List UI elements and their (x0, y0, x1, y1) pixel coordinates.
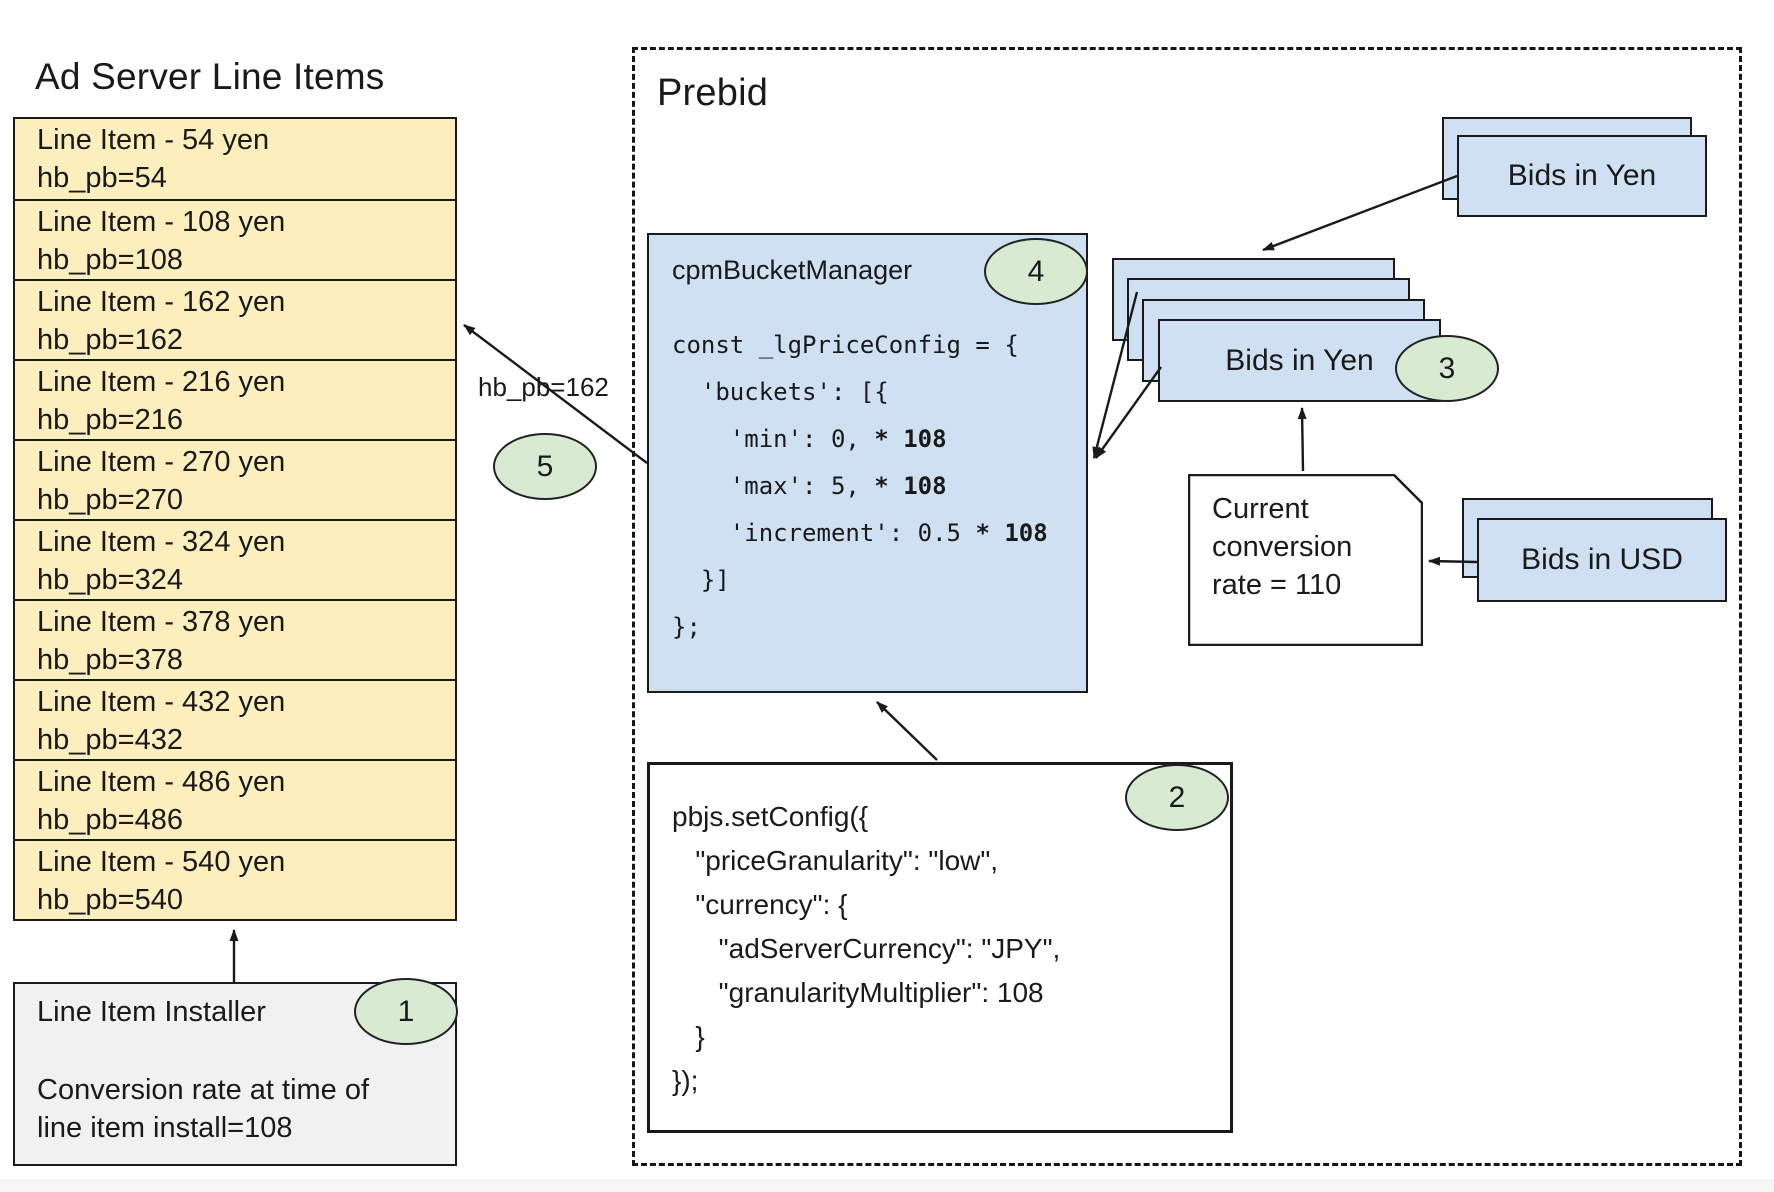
code-text: const _lgPriceConfig = { (672, 331, 1019, 359)
line-item-key-value: hb_pb=270 (37, 484, 183, 516)
ad-server-title: Ad Server Line Items (35, 56, 385, 97)
step-badge-1: 1 (354, 978, 458, 1045)
conversion-rate-note: Current conversion rate = 110 (1187, 473, 1424, 647)
line-item-key-value: hb_pb=378 (37, 644, 183, 676)
line-item-key-value: hb_pb=540 (37, 884, 183, 916)
line-item-key-value: hb_pb=162 (37, 324, 183, 356)
line-item-title: Line Item - 162 yen (37, 286, 286, 318)
bids-in-yen-top-card: Bids in Yen (1457, 135, 1707, 217)
code-text: 'max': 5, (672, 472, 875, 500)
code-text-bold: * 108 (975, 519, 1048, 547)
hb-pb-arrow-label: hb_pb=162 (478, 372, 609, 402)
bucket-code-line: }; (672, 604, 1048, 651)
setconfig-code-line: } (672, 1021, 705, 1052)
note-shape (1187, 473, 1424, 647)
set-config-code-block: pbjs.setConfig({ "priceGranularity": "lo… (672, 795, 1060, 1103)
prebid-container (632, 47, 1742, 1166)
line-item-row: Line Item - 540 yen hb_pb=540 (15, 839, 455, 919)
line-item-row: Line Item - 162 yen hb_pb=162 (15, 279, 455, 359)
line-item-row: Line Item - 108 yen hb_pb=108 (15, 199, 455, 279)
bucket-code-line: 'increment': 0.5 * 108 (672, 510, 1048, 557)
bids-in-yen-stack-card-1: Bids in Yen (1158, 319, 1441, 402)
bids-in-usd-label: Bids in USD (1521, 543, 1683, 576)
line-item-key-value: hb_pb=486 (37, 804, 183, 836)
conversion-note-line: Current (1212, 493, 1309, 525)
line-item-key-value: hb_pb=216 (37, 404, 183, 436)
line-item-row: Line Item - 486 yen hb_pb=486 (15, 759, 455, 839)
code-text: 'increment': 0.5 (672, 519, 976, 547)
line-item-title: Line Item - 108 yen (37, 206, 286, 238)
line-item-title: Line Item - 486 yen (37, 766, 286, 798)
line-item-title: Line Item - 54 yen (37, 124, 270, 156)
line-item-key-value: hb_pb=432 (37, 724, 183, 756)
installer-note: Conversion rate at time of line item ins… (37, 1074, 370, 1144)
prebid-title: Prebid (657, 72, 769, 114)
bucket-code-line: const _lgPriceConfig = { (672, 322, 1048, 369)
cpm-bucket-manager-label: cpmBucketManager (672, 255, 913, 285)
bucket-code-line: 'min': 0, * 108 (672, 416, 1048, 463)
line-item-key-value: hb_pb=324 (37, 564, 183, 596)
installer-title: Line Item Installer (37, 996, 266, 1028)
setconfig-code-line: "granularityMultiplier": 108 (672, 977, 1044, 1008)
bids-in-yen-top-label: Bids in Yen (1507, 159, 1657, 192)
conversion-rate-text: Current conversion rate = 110 (1212, 490, 1352, 604)
line-item-title: Line Item - 432 yen (37, 686, 286, 718)
line-item-row: Line Item - 378 yen hb_pb=378 (15, 599, 455, 679)
line-item-title: Line Item - 378 yen (37, 606, 286, 638)
code-text: }] (672, 566, 730, 594)
line-item-title: Line Item - 270 yen (37, 446, 286, 478)
bids-in-yen-stack-label: Bids in Yen (1225, 343, 1374, 377)
bucket-code-block: const _lgPriceConfig = { 'buckets': [{ '… (672, 322, 1048, 651)
line-item-row: Line Item - 324 yen hb_pb=324 (15, 519, 455, 599)
cpm-bucket-manager-box (647, 233, 1088, 693)
step-badge-3: 3 (1395, 335, 1499, 402)
setconfig-code-line: "adServerCurrency": "JPY", (672, 933, 1061, 964)
step-badge-4: 4 (984, 238, 1088, 305)
step-badge-5: 5 (493, 433, 597, 500)
line-item-title: Line Item - 540 yen (37, 846, 286, 878)
line-item-title: Line Item - 216 yen (37, 366, 286, 398)
bucket-code-line: }] (672, 557, 1048, 604)
line-item-title: Line Item - 324 yen (37, 526, 286, 558)
code-text: }; (672, 613, 701, 641)
line-item-row: Line Item - 270 yen hb_pb=270 (15, 439, 455, 519)
set-config-box (647, 762, 1233, 1133)
code-text-bold: * 108 (874, 425, 947, 453)
line-item-row: Line Item - 54 yen hb_pb=54 (15, 119, 455, 199)
conversion-note-line: conversion (1212, 531, 1353, 563)
line-item-row: Line Item - 216 yen hb_pb=216 (15, 359, 455, 439)
code-text: 'buckets': [{ (672, 378, 889, 406)
setconfig-code-line: }); (672, 1065, 699, 1096)
line-item-key-value: hb_pb=108 (37, 244, 183, 276)
step-badge-2: 2 (1125, 764, 1229, 831)
bids-in-usd-card: Bids in USD (1477, 518, 1727, 602)
line-item-row: Line Item - 432 yen hb_pb=432 (15, 679, 455, 759)
setconfig-code-line: "currency": { (672, 889, 848, 920)
conversion-note-line: rate = 110 (1212, 569, 1342, 601)
setconfig-code-line: pbjs.setConfig({ (672, 801, 869, 832)
bucket-code-line: 'max': 5, * 108 (672, 463, 1048, 510)
line-item-key-value: hb_pb=54 (37, 162, 167, 194)
code-text: 'min': 0, (672, 425, 875, 453)
bottom-edge-strip (0, 1180, 1774, 1192)
code-text-bold: * 108 (874, 472, 947, 500)
bucket-code-line: 'buckets': [{ (672, 369, 1048, 416)
setconfig-code-line: "priceGranularity": "low", (672, 845, 999, 876)
